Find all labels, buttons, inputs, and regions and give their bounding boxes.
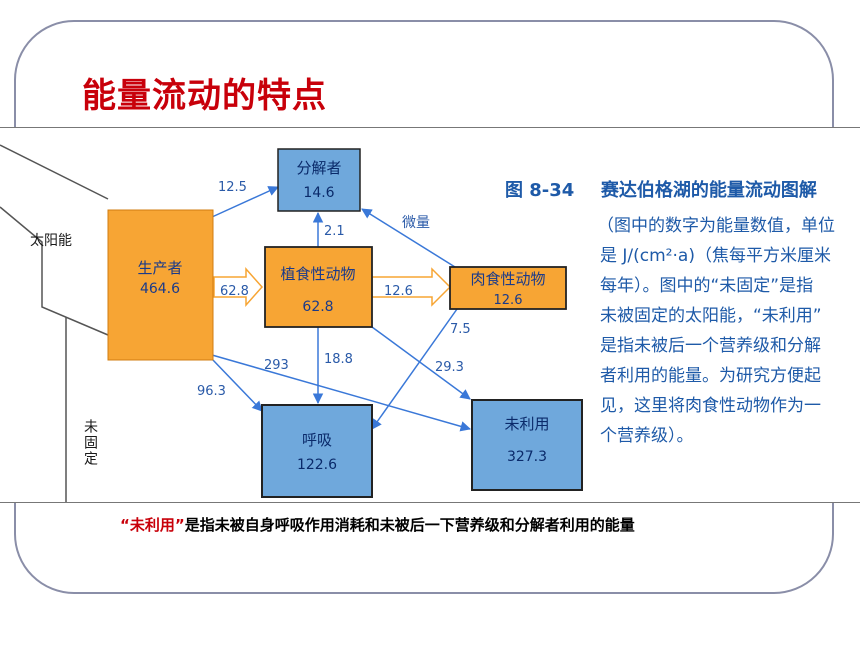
flow-label-herbivore-carnivore: 12.6 [384, 284, 413, 299]
arrow-producer-to-decomposer [211, 186, 279, 218]
solar-energy-label: 太阳能 [30, 233, 72, 249]
node-carnivore: 肉食性动物 12.6 [449, 266, 567, 310]
arrow-carnivore-to-respiration [371, 301, 463, 430]
caption-line: 是指未被后一个营养级和分解 [600, 336, 821, 356]
figure-top-border [0, 127, 860, 128]
node-producer: 生产者 464.6 [107, 209, 214, 361]
node-respiration-value: 122.6 [297, 457, 337, 473]
node-carnivore-value: 12.6 [494, 293, 523, 308]
node-herbivore-value: 62.8 [302, 299, 333, 315]
node-unused: 未利用 327.3 [471, 399, 583, 491]
energy-flow-diagram: 生产者 464.6 植食性动物 62.8 肉食性动物 12.6 分解者 14.6… [0, 144, 583, 502]
footer-explanation: 是指未被自身呼吸作用消耗和未被后一下营养级和分解者利用的能量 [184, 516, 635, 534]
flow-label-carnivore-decomposer: 微量 [402, 215, 430, 231]
slide-title: 能量流动的特点 [82, 76, 327, 116]
node-producer-value: 464.6 [140, 281, 180, 297]
node-producer-name: 生产者 [137, 259, 182, 277]
node-respiration-name: 呼吸 [302, 431, 332, 449]
solar-boundary-line-mid [0, 206, 109, 336]
node-carnivore-name: 肉食性动物 [470, 270, 545, 288]
node-herbivore-name: 植食性动物 [280, 265, 355, 283]
footer-note: “未利用”是指未被自身呼吸作用消耗和未被后一下营养级和分解者利用的能量 [120, 514, 635, 535]
arrow-producer-to-unused [211, 354, 472, 432]
node-herbivore: 植食性动物 62.8 [264, 246, 373, 328]
figure-caption-heading: 图 8-34 赛达伯格湖的能量流动图解 [505, 176, 817, 202]
flow-label-herbivore-respiration: 18.8 [324, 352, 353, 367]
caption-line: 见，这里将肉食性动物作为一 [600, 396, 821, 416]
figure-number: 图 8-34 [505, 180, 575, 201]
node-decomposer-name: 分解者 [296, 159, 341, 177]
flow-label-producer-respiration: 96.3 [197, 384, 226, 399]
caption-line: 个营养级）。 [600, 426, 694, 446]
solar-boundary-line-top [0, 144, 109, 200]
arrow-producer-to-herbivore [213, 267, 264, 307]
arrow-producer-to-respiration [211, 358, 263, 412]
node-decomposer-value: 14.6 [303, 185, 334, 201]
flow-label-herbivore-unused: 29.3 [435, 360, 464, 375]
node-unused-value: 327.3 [507, 449, 547, 465]
figure-title: 赛达伯格湖的能量流动图解 [600, 180, 817, 201]
footer-quote-term: “未利用” [120, 516, 185, 534]
caption-line: （图中的数字为能量数值，单位 [597, 216, 835, 236]
arrow-herbivore-to-unused [371, 326, 471, 400]
figure-bottom-border [0, 502, 860, 503]
caption-line: 者利用的能量。为研究方便起 [600, 366, 821, 386]
node-respiration: 呼吸 122.6 [261, 404, 373, 498]
node-unused-name: 未利用 [504, 415, 549, 433]
caption-line: 是 J/(cm²·a)（焦每平方米厘米 [600, 246, 831, 266]
flow-label-producer-herbivore: 62.8 [220, 284, 249, 299]
flow-label-carnivore-respiration: 7.5 [450, 322, 471, 337]
arrow-carnivore-to-decomposer [361, 208, 456, 268]
caption-line: 每年）。图中的“未固定”是指 [600, 276, 814, 296]
unfixed-label: 未固定 [82, 419, 98, 467]
caption-line: 未被固定的太阳能，“未利用” [600, 306, 822, 326]
flow-label-producer-decomposer: 12.5 [218, 180, 247, 195]
node-decomposer: 分解者 14.6 [277, 148, 361, 212]
arrow-herbivore-to-carnivore [371, 267, 452, 307]
flow-label-producer-unused: 293 [264, 358, 289, 373]
flow-label-herbivore-decomposer: 2.1 [324, 224, 345, 239]
